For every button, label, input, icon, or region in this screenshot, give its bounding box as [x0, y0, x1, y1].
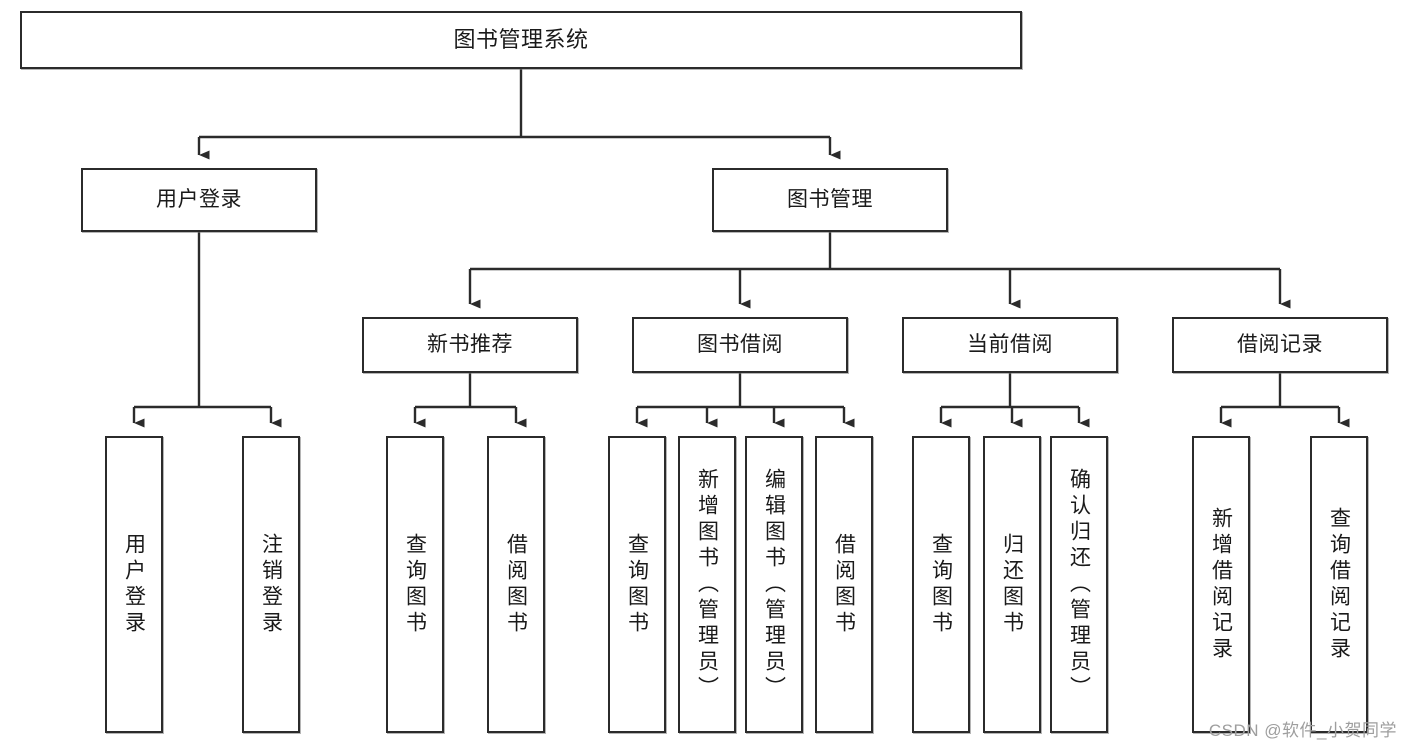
node-leaf-logout-login[interactable]: 注销登录	[242, 436, 300, 733]
connector-group-root	[197, 69, 841, 160]
node-leaf-borrow-book-label: 借阅图书	[832, 532, 856, 637]
node-book-borrow[interactable]: 图书借阅	[632, 317, 848, 373]
node-current-borrow[interactable]: 当前借阅	[902, 317, 1118, 373]
node-current-borrow-label: 当前借阅	[967, 333, 1053, 357]
connector-group-current-borrow	[939, 373, 1090, 428]
node-leaf-edit-book-admin-label: 编辑图书（管理员）	[762, 467, 786, 702]
node-leaf-query-book-borrow[interactable]: 查询图书	[608, 436, 666, 733]
node-borrow-record-label: 借阅记录	[1237, 333, 1323, 357]
node-book-management-label: 图书管理	[787, 188, 873, 212]
node-leaf-add-borrow-record[interactable]: 新增借阅记录	[1192, 436, 1250, 733]
node-leaf-return-book[interactable]: 归还图书	[983, 436, 1041, 733]
node-leaf-query-borrow-record[interactable]: 查询借阅记录	[1310, 436, 1368, 733]
node-user-login-label: 用户登录	[156, 188, 242, 212]
node-book-management[interactable]: 图书管理	[712, 168, 948, 232]
node-leaf-user-login[interactable]: 用户登录	[105, 436, 163, 733]
node-leaf-confirm-return-admin[interactable]: 确认归还（管理员）	[1050, 436, 1108, 733]
connector-group-new-book-recommend	[413, 373, 527, 428]
node-leaf-query-book-recommend[interactable]: 查询图书	[386, 436, 444, 733]
node-new-book-recommend-label: 新书推荐	[427, 333, 513, 357]
node-leaf-confirm-return-admin-label: 确认归还（管理员）	[1067, 467, 1091, 702]
node-leaf-borrow-book[interactable]: 借阅图书	[815, 436, 873, 733]
node-book-borrow-label: 图书借阅	[697, 333, 783, 357]
connector-group-book-management	[468, 232, 1291, 309]
node-root[interactable]: 图书管理系统	[20, 11, 1022, 69]
node-leaf-add-book-admin[interactable]: 新增图书（管理员）	[678, 436, 736, 733]
node-leaf-query-book-borrow-label: 查询图书	[625, 532, 649, 637]
node-leaf-query-borrow-record-label: 查询借阅记录	[1327, 506, 1351, 663]
node-leaf-borrow-book-recommend[interactable]: 借阅图书	[487, 436, 545, 733]
node-borrow-record[interactable]: 借阅记录	[1172, 317, 1388, 373]
node-leaf-add-book-admin-label: 新增图书（管理员）	[695, 467, 719, 702]
node-new-book-recommend[interactable]: 新书推荐	[362, 317, 578, 373]
node-leaf-borrow-book-recommend-label: 借阅图书	[504, 532, 528, 637]
node-leaf-query-book-current[interactable]: 查询图书	[912, 436, 970, 733]
node-leaf-return-book-label: 归还图书	[1000, 532, 1024, 637]
connector-group-book-borrow	[635, 373, 855, 428]
node-user-login[interactable]: 用户登录	[81, 168, 317, 232]
node-root-label: 图书管理系统	[453, 26, 589, 52]
node-leaf-query-book-current-label: 查询图书	[929, 532, 953, 637]
node-leaf-logout-login-label: 注销登录	[259, 532, 283, 637]
node-leaf-add-borrow-record-label: 新增借阅记录	[1209, 506, 1233, 663]
node-leaf-user-login-label: 用户登录	[122, 532, 146, 637]
node-leaf-edit-book-admin[interactable]: 编辑图书（管理员）	[745, 436, 803, 733]
connector-group-user-login	[132, 232, 282, 428]
node-leaf-query-book-recommend-label: 查询图书	[403, 532, 427, 637]
connector-group-borrow-record	[1219, 373, 1350, 428]
